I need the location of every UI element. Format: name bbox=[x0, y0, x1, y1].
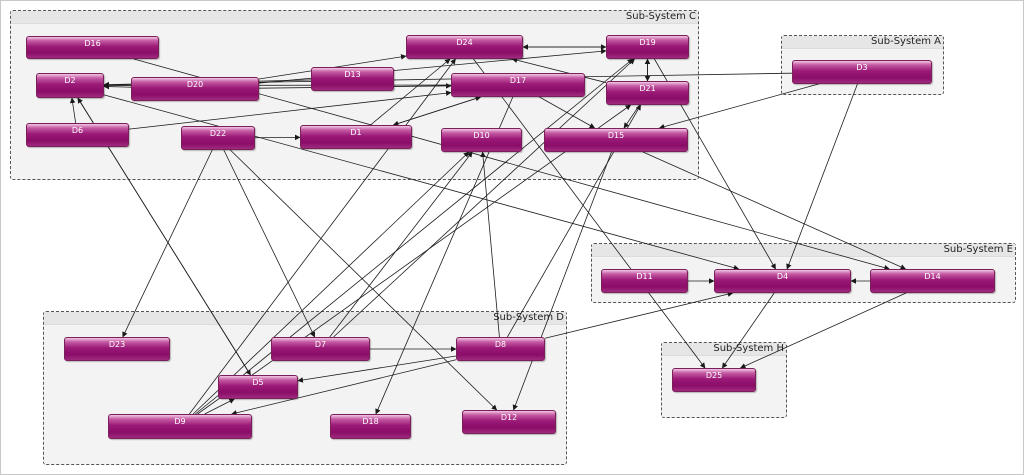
node-d14[interactable]: D14 bbox=[870, 269, 995, 293]
node-d8-label: D8 bbox=[494, 340, 507, 349]
subsystem-c-header bbox=[11, 11, 698, 24]
node-d20[interactable]: D20 bbox=[131, 77, 259, 101]
node-d1-label: D1 bbox=[350, 128, 362, 137]
node-d5[interactable]: D5 bbox=[218, 375, 298, 399]
node-d4[interactable]: D4 bbox=[714, 269, 851, 293]
subsystem-e-title: Sub-System E bbox=[943, 244, 1013, 255]
node-d9-label: D9 bbox=[174, 417, 186, 426]
node-d19-label: D19 bbox=[639, 38, 656, 47]
node-d11[interactable]: D11 bbox=[601, 269, 688, 293]
subsystem-h-title: Sub-System H bbox=[713, 343, 784, 354]
node-d14-label: D14 bbox=[924, 272, 941, 281]
node-d20-label: D20 bbox=[186, 80, 204, 89]
node-d22-label: D22 bbox=[209, 129, 227, 138]
node-d2-label: D2 bbox=[64, 76, 76, 85]
node-d10-label: D10 bbox=[473, 131, 490, 140]
node-d2[interactable]: D2 bbox=[36, 73, 104, 98]
node-d16-label: D16 bbox=[84, 39, 101, 48]
node-d11-label: D11 bbox=[636, 272, 653, 281]
node-d15-label: D15 bbox=[607, 131, 625, 140]
node-d6[interactable]: D6 bbox=[26, 123, 129, 147]
node-d17[interactable]: D17 bbox=[451, 73, 585, 97]
node-d16[interactable]: D16 bbox=[26, 36, 159, 59]
node-d23-label: D23 bbox=[108, 340, 126, 349]
subsystem-d-header bbox=[44, 312, 566, 325]
node-d25-label: D25 bbox=[705, 371, 723, 380]
node-d9[interactable]: D9 bbox=[108, 414, 252, 439]
node-d22[interactable]: D22 bbox=[181, 126, 255, 150]
subsystem-a-header bbox=[782, 36, 943, 49]
node-d8[interactable]: D8 bbox=[456, 337, 545, 361]
node-d17-label: D17 bbox=[509, 76, 527, 85]
subsystem-a-title: Sub-System A bbox=[871, 36, 941, 47]
node-d18-label: D18 bbox=[362, 417, 379, 426]
node-d12[interactable]: D12 bbox=[462, 410, 556, 434]
node-d13[interactable]: D13 bbox=[311, 67, 394, 91]
node-d15[interactable]: D15 bbox=[544, 128, 688, 152]
node-d21[interactable]: D21 bbox=[606, 81, 689, 105]
node-d12-label: D12 bbox=[500, 413, 518, 422]
node-d21-label: D21 bbox=[639, 84, 656, 93]
subsystem-d[interactable]: Sub-System D bbox=[43, 311, 567, 465]
node-d24[interactable]: D24 bbox=[406, 35, 523, 59]
node-d7-label: D7 bbox=[314, 340, 327, 349]
node-d3-label: D3 bbox=[856, 63, 868, 72]
subsystem-c-title: Sub-System C bbox=[625, 11, 696, 22]
node-d23[interactable]: D23 bbox=[64, 337, 170, 361]
node-d10[interactable]: D10 bbox=[441, 128, 522, 152]
node-d18[interactable]: D18 bbox=[330, 414, 411, 439]
node-d5-label: D5 bbox=[252, 378, 264, 387]
node-d24-label: D24 bbox=[456, 38, 473, 47]
node-d3[interactable]: D3 bbox=[792, 60, 932, 84]
node-d19[interactable]: D19 bbox=[606, 35, 689, 59]
node-d7[interactable]: D7 bbox=[271, 337, 370, 361]
node-d6-label: D6 bbox=[71, 126, 84, 135]
node-d25[interactable]: D25 bbox=[672, 368, 756, 392]
node-d4-label: D4 bbox=[776, 272, 789, 281]
node-d1[interactable]: D1 bbox=[300, 125, 412, 149]
subsystem-d-title: Sub-System D bbox=[493, 312, 564, 323]
node-d13-label: D13 bbox=[344, 70, 361, 79]
